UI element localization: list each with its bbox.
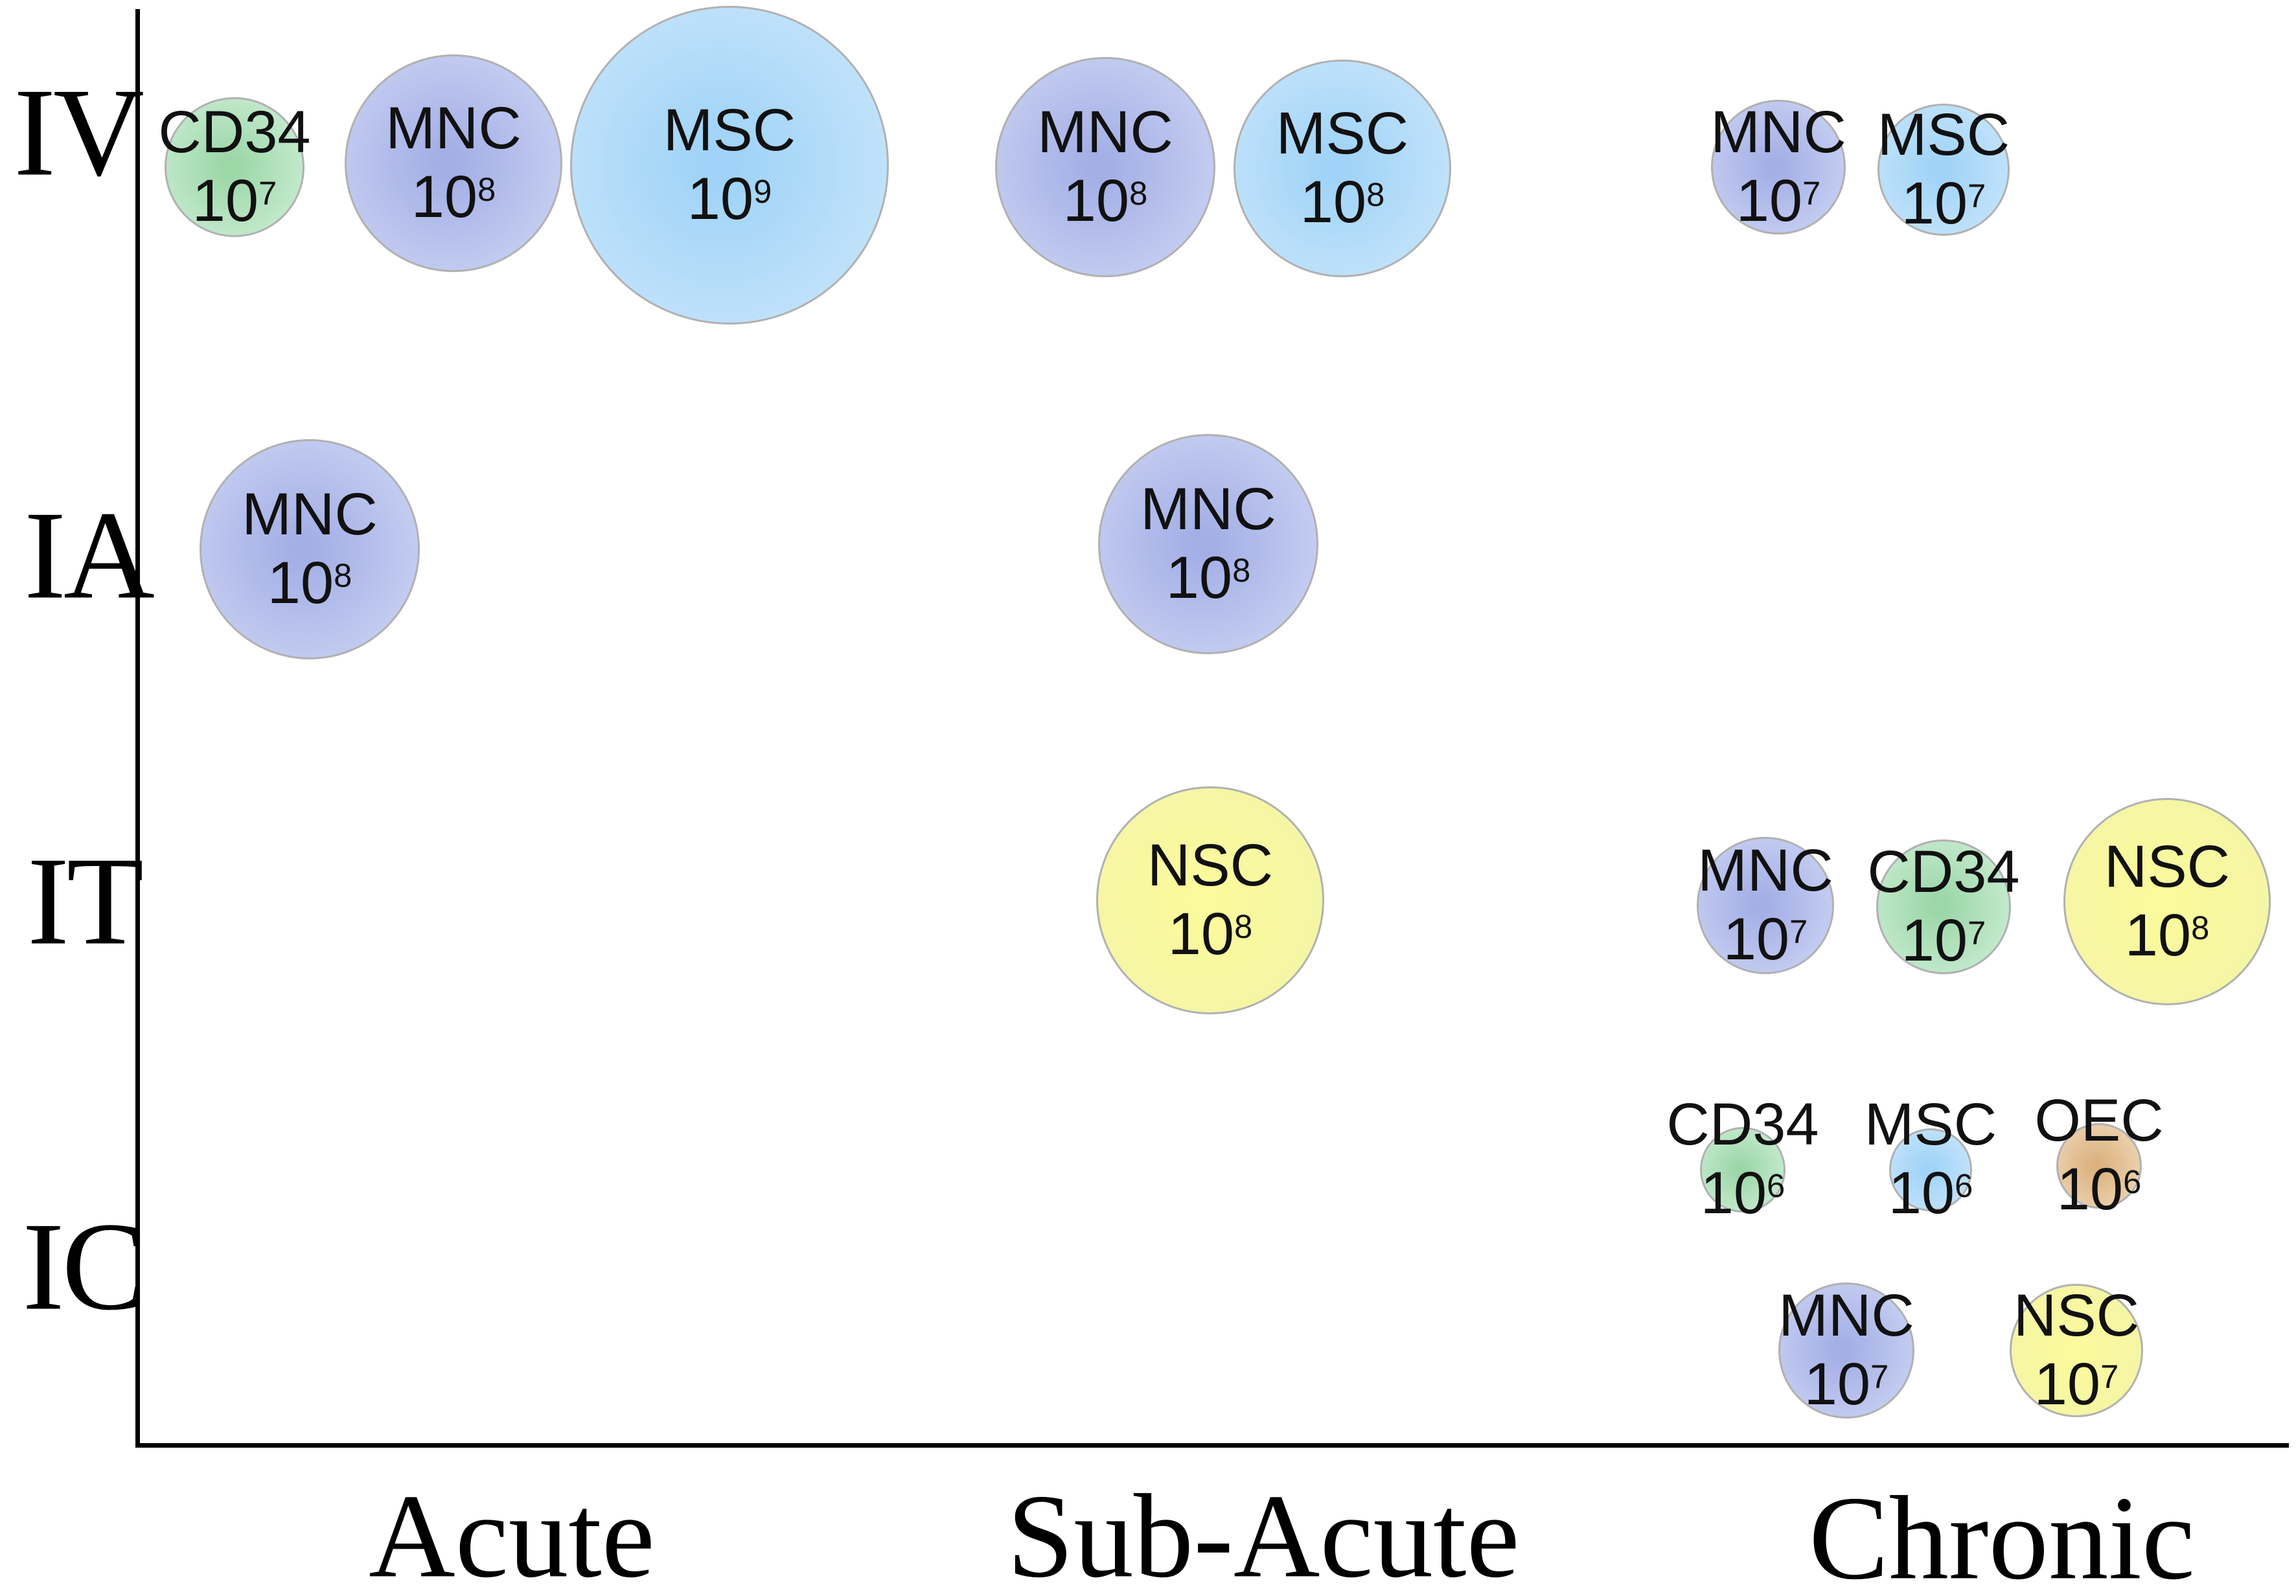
bubble-cell-name: MNC [1710,99,1846,166]
bubble-dose: 106 [1700,1160,1785,1226]
y-axis-line [135,9,140,1448]
bubble-dose-exponent: 7 [1802,174,1821,212]
bubble-dose: 107 [1901,170,1986,236]
bubble-dose: 107 [1804,1351,1889,1417]
y-axis-label-it: IT [27,831,144,972]
bubble-dose: 107 [1901,907,1986,974]
bubble-dose: 108 [1300,169,1385,235]
bubble-dose: 108 [2124,902,2210,968]
x-axis-line [135,1443,2289,1448]
x-axis-label-chronic: Chronic [1808,1472,2196,1596]
bubble-cell-name: NSC [2013,1282,2140,1349]
bubble-dose-exponent: 7 [1789,913,1808,950]
y-axis-label-ia: IA [24,485,155,626]
bubble-dose: 108 [1165,545,1251,611]
bubble-dose-exponent: 8 [1129,174,1148,212]
bubble-dose: 108 [411,164,496,230]
bubble-cell-name: NSC [1147,832,1274,899]
bubble-cell-name: MNC [1037,99,1173,166]
bubble-dose-exponent: 7 [1968,914,1986,952]
bubble-dose-exponent: 6 [1767,1167,1785,1204]
bubble-dose-exponent: 7 [1968,177,1986,214]
bubble-cell-name: MSC [1276,100,1409,167]
bubble-cell-name: MSC [663,97,796,164]
bubble-dose-exponent: 6 [1955,1167,1973,1204]
bubble-dose-exponent: 7 [1870,1358,1889,1395]
bubble-dose-exponent: 8 [1232,551,1251,589]
bubble-dose: 107 [1736,168,1821,234]
bubble-dose-exponent: 7 [2100,1358,2119,1395]
bubble-cell-name: MNC [1697,838,1833,904]
bubble-dose-exponent: 9 [753,172,772,210]
bubble-dose-exponent: 6 [2123,1163,2142,1200]
bubble-dose: 108 [267,550,352,616]
bubble-cell-name: MNC [1140,476,1276,543]
x-axis-label-acute: Acute [369,1470,655,1596]
bubble-dose-exponent: 8 [334,556,352,594]
bubble-dose: 107 [1723,906,1808,972]
bubble-cell-name: MNC [242,481,378,548]
bubble-cell-name: CD34 [1666,1091,1819,1158]
bubble-dose-exponent: 8 [1234,907,1253,945]
bubble-dose-exponent: 8 [477,170,496,208]
bubble-cell-name: MSC [1864,1091,1997,1158]
bubble-dose: 107 [2034,1351,2119,1417]
bubble-dose-exponent: 7 [258,174,277,212]
bubble-cell-name: CD34 [1867,839,2020,906]
bubble-cell-name: MNC [1778,1282,1914,1349]
bubble-cell-name: MNC [385,95,522,162]
bubble-dose: 107 [192,168,277,234]
bubble-dose-exponent: 8 [2191,909,2210,946]
bubble-dose: 106 [2056,1156,2142,1222]
bubble-dose: 108 [1062,168,1148,234]
x-axis-label-sub-acute: Sub-Acute [1007,1470,1520,1596]
bubble-dose: 108 [1167,901,1253,967]
bubble-dose: 106 [1888,1160,1973,1226]
y-axis-label-ic: IC [22,1196,146,1337]
bubble-cell-name: MSC [1877,102,2010,168]
bubble-cell-name: OEC [2034,1088,2164,1154]
bubble-cell-name: CD34 [158,99,311,166]
bubble-dose-exponent: 8 [1366,176,1385,213]
bubble-cell-name: NSC [2104,834,2231,900]
bubble-dose: 109 [687,166,772,232]
y-axis-label-iv: IV [14,62,144,203]
